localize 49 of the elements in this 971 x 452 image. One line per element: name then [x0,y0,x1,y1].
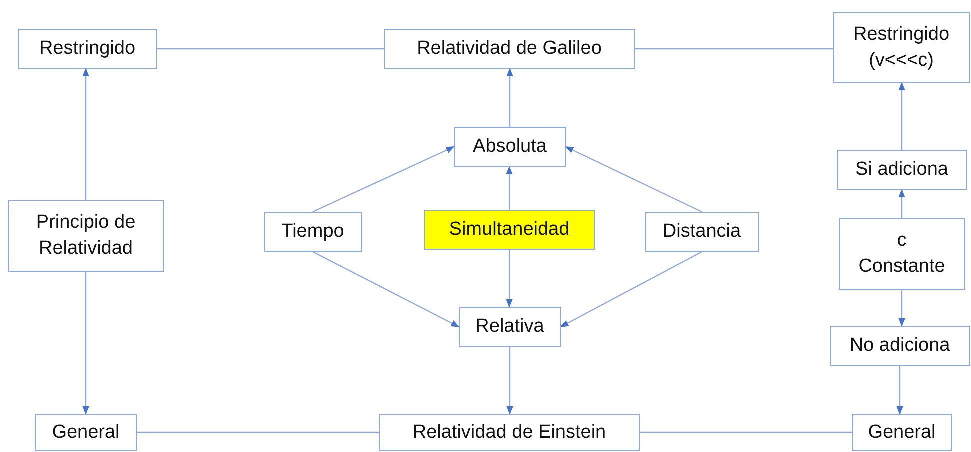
concept-label: Relatividad de Galileo [417,37,602,62]
concept-label: Tiempo [282,220,344,244]
concept-box [645,212,759,252]
arrow [506,68,514,127]
concept-label: c [897,229,907,254]
concept-box [459,307,561,347]
arrow [898,82,906,150]
concept-box [18,29,157,69]
arrow [506,347,514,415]
concept-label: Distancia [662,220,742,244]
concept-box [852,414,952,451]
arrow [312,146,455,213]
concept-box [379,414,640,451]
concept-label: Constante [858,255,946,279]
arrow [560,251,702,328]
arrow [896,366,904,415]
connector-line [157,48,384,50]
concept-box [8,200,164,272]
arrow [506,250,513,308]
concept-label: Relativa [476,315,544,340]
concept-label: Absoluta [473,135,547,160]
concept-label: General [868,420,936,445]
concept-label: Restringido (v<<<c) [852,22,951,72]
concept-label: Principio de Relatividad [35,211,137,261]
arrow [898,290,906,327]
connector-line [640,432,852,434]
connector-line [635,48,833,50]
concept-box [837,150,967,190]
concept-box [839,218,965,290]
arrow [506,166,513,210]
concept-box [830,326,970,366]
concept-box [454,127,566,167]
concept-box [384,29,635,69]
concept-label: Relatividad de Einstein [412,420,606,445]
concept-box [833,12,970,83]
connector-line [137,432,379,434]
concept-label: Si adiciona [856,158,948,182]
concept-label: General [52,420,120,445]
concept-label: No adiciona [850,334,950,358]
arrow [312,251,460,328]
concept-label: Simultaneidad [449,218,570,242]
highlighted-concept-box [424,210,595,250]
concept-box [264,212,362,252]
concept-box [35,414,137,451]
concept-label: Restringido [39,37,136,62]
arrow [565,146,702,213]
arrow [82,272,90,415]
arrow [898,189,906,218]
arrow [82,68,90,200]
